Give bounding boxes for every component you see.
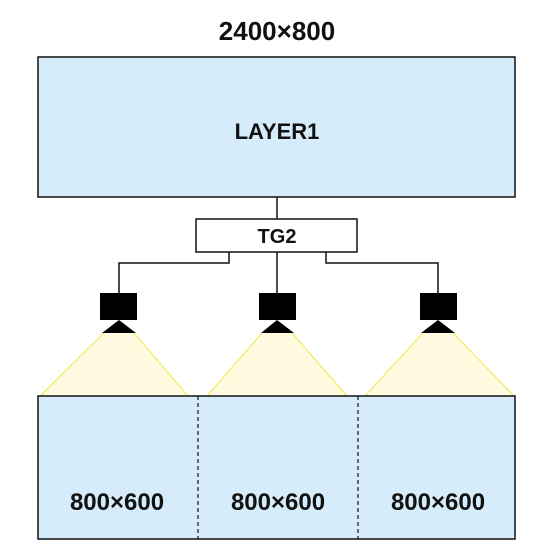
projector-beam-center: [207, 333, 347, 396]
projector-beam-right-edge-2: [452, 332, 515, 397]
output-3-label: 800×600: [391, 489, 485, 516]
projector-beam-left-edge-1: [39, 332, 105, 397]
tg-to-projector-left-connector: [118, 252, 230, 295]
projector-icon[interactable]: [420, 293, 457, 333]
projector-beam-center-edge-2: [291, 332, 348, 397]
layer-box[interactable]: [37, 56, 516, 198]
tg2-box[interactable]: [195, 218, 358, 253]
tg2-label: TG2: [258, 226, 297, 248]
projector-beam-left-edge-2: [133, 332, 189, 397]
output-screen-3[interactable]: [359, 397, 514, 538]
canvas-title: 2400×800: [219, 16, 335, 46]
projector-icon[interactable]: [259, 293, 296, 333]
projector-icon[interactable]: [100, 293, 137, 333]
layer-label: LAYER1: [235, 119, 320, 144]
projector-beam-right-edge-1: [364, 332, 424, 397]
output-1-label: 800×600: [70, 489, 164, 516]
output-screens-box: [37, 395, 516, 540]
output-2-label: 800×600: [231, 489, 325, 516]
projector-beam-center-edge-1: [206, 332, 263, 397]
output-screen-1[interactable]: [39, 397, 197, 538]
projector-beam-right: [365, 333, 514, 396]
tg-to-projector-right-connector: [325, 252, 439, 295]
output-screen-2[interactable]: [199, 397, 357, 538]
projector-beam-left: [40, 333, 188, 396]
